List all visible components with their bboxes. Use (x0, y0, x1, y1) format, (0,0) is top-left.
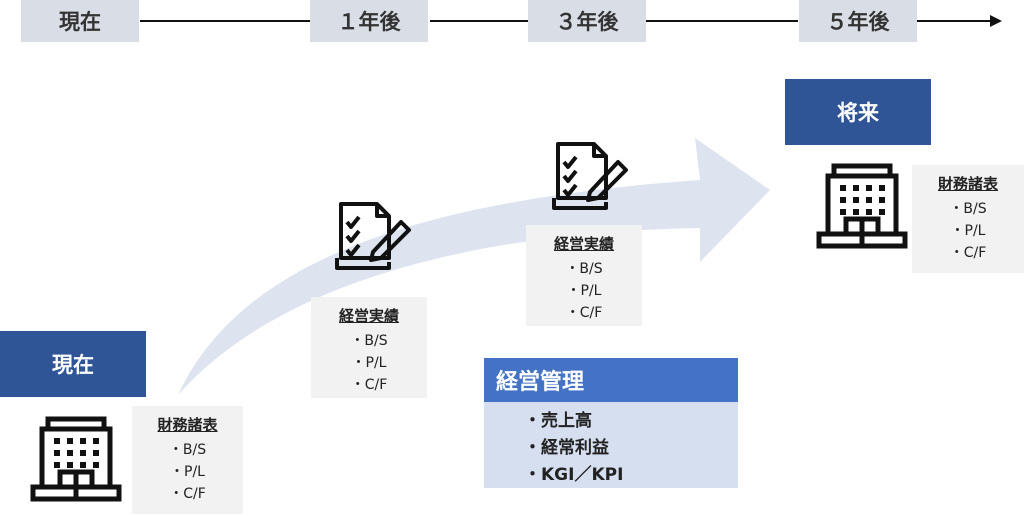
timeline-label-1y: １年後 (310, 0, 428, 42)
timeline-label-now: 現在 (21, 0, 139, 42)
checklist-pencil-icon (335, 202, 411, 270)
now-header: 現在 (0, 331, 146, 397)
now-financial-box: 財務諸表 ・B/S ・P/L ・C/F (132, 406, 243, 514)
timeline-line (917, 20, 992, 22)
management-body: ・売上高 ・経常利益 ・KGI／KPI (484, 402, 738, 488)
timeline-line (430, 20, 528, 22)
future-item-pl: ・P/L (950, 223, 986, 239)
year1-item-bs: ・B/S (350, 333, 388, 349)
management-item-sales: ・売上高 (524, 411, 592, 431)
timeline-label-5y: ５年後 (799, 0, 917, 42)
building-icon (30, 416, 122, 502)
timeline-arrowhead-icon (990, 15, 1002, 27)
year1-item-cf: ・C/F (350, 377, 388, 393)
future-box-title: 財務諸表 (937, 175, 998, 193)
timeline-label-3y: ３年後 (528, 0, 646, 42)
year3-results-box: 経営実績 ・B/S ・P/L ・C/F (526, 225, 642, 326)
timeline-line (140, 20, 310, 22)
timeline-line (646, 20, 798, 22)
now-item-bs: ・B/S (168, 442, 207, 458)
year1-results-box: 経営実績 ・B/S ・P/L ・C/F (311, 297, 427, 398)
management-item-kgi-kpi: ・KGI／KPI (524, 465, 624, 485)
future-header: 将来 (785, 79, 931, 145)
year3-item-pl: ・P/L (566, 283, 602, 299)
year3-item-bs: ・B/S (565, 261, 603, 277)
building-icon (816, 163, 908, 249)
year3-box-title: 経営実績 (553, 235, 614, 253)
now-box-title: 財務諸表 (157, 416, 218, 434)
year1-box-title: 経営実績 (338, 307, 399, 325)
future-financial-box: 財務諸表 ・B/S ・P/L ・C/F (912, 165, 1024, 273)
now-item-pl: ・P/L (170, 464, 205, 480)
now-item-cf: ・C/F (169, 486, 206, 502)
year1-item-pl: ・P/L (351, 355, 387, 371)
year3-item-cf: ・C/F (565, 305, 603, 321)
checklist-pencil-icon (552, 142, 628, 210)
future-item-bs: ・B/S (949, 201, 987, 217)
future-item-cf: ・C/F (949, 245, 987, 261)
management-header: 経営管理 (484, 358, 738, 402)
management-item-ordinary-profit: ・経常利益 (524, 438, 609, 458)
